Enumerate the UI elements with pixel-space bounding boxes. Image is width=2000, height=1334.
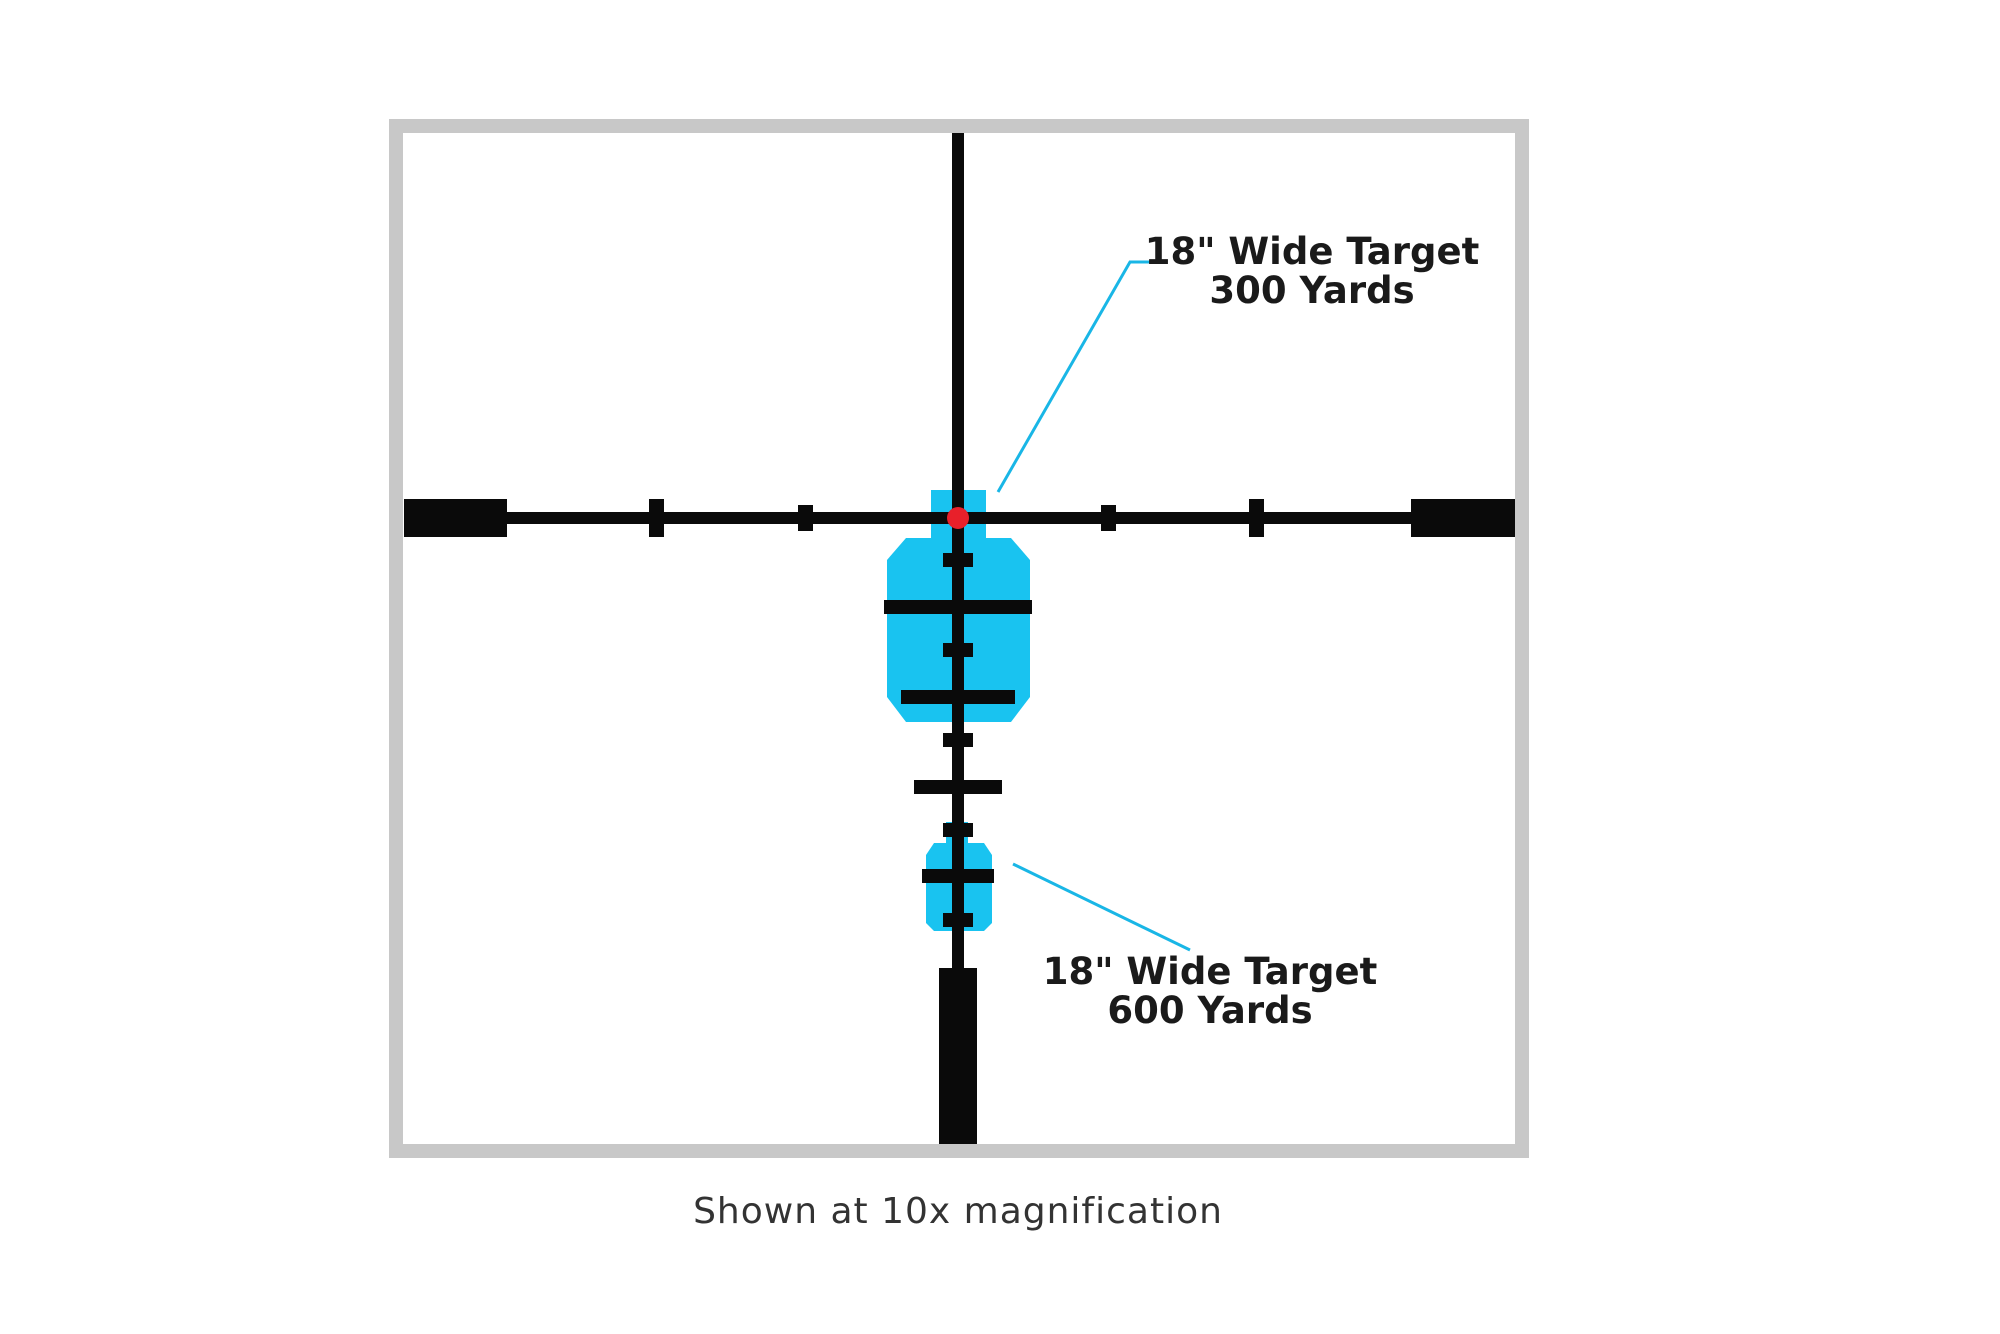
reticle-hash-left-outer bbox=[649, 499, 664, 537]
callout-label-600-line2: 600 Yards bbox=[1107, 989, 1312, 1032]
reticle-stadia-dash-4 bbox=[943, 823, 973, 837]
callout-label-300-line1: 18" Wide Target bbox=[1145, 230, 1480, 273]
callout-line-600-yards bbox=[1012, 862, 1191, 952]
callout-line-300-yards bbox=[996, 260, 1160, 493]
reticle-stadia-dash-3 bbox=[943, 733, 973, 747]
reticle-left-post bbox=[404, 499, 507, 537]
callout-label-300-line2: 300 Yards bbox=[1209, 269, 1414, 312]
reticle-stadia-bar-4 bbox=[922, 869, 994, 883]
reticle-hash-right-outer bbox=[1249, 499, 1264, 537]
callout-label-600-line1: 18" Wide Target bbox=[1043, 950, 1378, 993]
reticle-hash-right-inner bbox=[1101, 505, 1116, 531]
reticle-stadia-dash-5 bbox=[943, 913, 973, 927]
magnification-caption: Shown at 10x magnification bbox=[693, 1191, 1223, 1232]
reticle-stadia-bar-3 bbox=[914, 780, 1002, 794]
crosshair-reticle-icon bbox=[404, 133, 1515, 1144]
reticle-bottom-post bbox=[939, 968, 977, 1144]
reticle-stadia-bar-2 bbox=[901, 690, 1015, 704]
reticle-hash-left-inner bbox=[798, 505, 813, 531]
center-aiming-dot bbox=[947, 507, 969, 529]
reticle-stadia-bar-1 bbox=[884, 600, 1032, 614]
reticle-vertical-line bbox=[952, 133, 964, 970]
reticle-stadia-dash-2 bbox=[943, 643, 973, 657]
reticle-stadia-dash-1 bbox=[943, 553, 973, 567]
reticle-right-post bbox=[1411, 499, 1515, 537]
